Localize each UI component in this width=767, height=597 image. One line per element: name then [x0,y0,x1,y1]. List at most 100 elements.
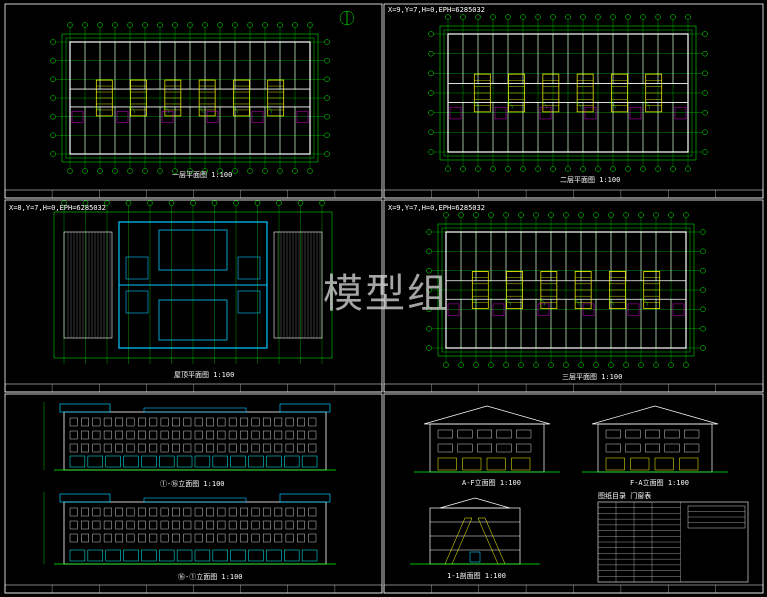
plan3-title: 三层平面图 1:100 [562,373,623,381]
roof-axis-bubble [297,200,304,206]
plan1-axis-bubble [324,113,330,120]
plan1-axis-bubble [157,168,163,174]
plan3-axis-bubble [503,212,509,218]
elev-front-window [160,417,169,427]
plan2-axis-bubble [625,14,631,20]
plan2-axis-bubble [460,14,466,20]
elev-front-window [183,443,192,453]
plan2-axis-bubble [490,166,496,172]
plan1-axis-bubble [112,168,118,174]
plan1-axis-bubble [217,22,223,28]
plan3-axis-bubble [533,362,539,368]
plan2-axis-bubble [520,166,526,172]
plan1-axis-bubble [217,168,223,174]
plan2-room-tag [674,106,687,120]
roof-coords: X=8,Y=7,H=0,EPH=6285032 [9,204,106,212]
elev-front-window [240,430,249,440]
plan1-axis-bubble [142,22,148,28]
elev-back-window [137,520,146,530]
elev-back-window [115,520,124,530]
plan3-axis-bubble [503,362,509,368]
elev-back-window [240,520,249,530]
elev-front-shopfront [212,455,228,468]
plan2-axis-bubble [702,90,708,96]
sheet-frame-plan2 [383,3,764,199]
elev-back-window [297,520,305,530]
elev-back-window [103,507,112,517]
plan2-axis-bubble [550,14,556,20]
plan3-axis-bubble [548,212,554,218]
elev-front-window [285,417,294,427]
plan2-axis-bubble [640,166,646,172]
plan1-axis-bubble [247,168,253,174]
elev-side2-window [625,443,641,453]
plan2-door-swing [540,102,548,109]
plan2-room-tag [449,106,462,120]
plan3-axis-bubble [700,287,706,293]
plan1-room-tag [206,111,219,123]
plan2-axis-bubble [702,129,708,136]
sheet-frame-plan1 [4,3,383,199]
elev-back-window [81,507,89,517]
plan2-axis-bubble [428,90,434,96]
plan2-axis-bubble [595,14,601,20]
elev-back-window [308,533,317,543]
plan1-axis-bubble [97,168,103,174]
elev-front-window [274,430,283,440]
section-stair [444,517,473,565]
elev-front-window [228,430,237,440]
plan2-door-swing [575,102,582,109]
plan2-axis-bubble [625,166,631,172]
plan2-axis-bubble [428,149,434,155]
plan1-axis-bubble [157,22,163,28]
elev-back-window [92,507,101,517]
elev-back-window [297,507,305,517]
plan2-axis-bubble [610,14,616,20]
elev-front-window [126,417,135,427]
elev-front-shopfront [141,455,157,468]
elev-back-window [240,533,249,543]
elev-side2-title: F-A立面图 1:100 [630,479,689,487]
elev-front-window [217,417,226,427]
elev-back-window [308,507,317,517]
elev-back-shopfront [105,549,121,562]
elev-back-roof [59,493,111,503]
plan2-title: 二层平面图 1:100 [560,176,621,184]
elev-front-window [217,443,226,453]
plan3-room-tag [492,303,505,316]
plan1-door-swing [265,106,272,113]
plan2-axis-bubble [520,14,526,20]
plan1-room-tag [71,111,84,123]
plan3-axis-bubble [683,212,689,218]
elev-front-window [172,417,180,427]
plan3-axis-bubble [700,248,706,255]
elev-front-window [81,443,89,453]
elev-back-window [92,520,101,530]
plan1-axis-bubble [172,168,178,174]
plan3-axis-bubble [426,306,432,313]
elev-front-window [285,443,294,453]
plan1-axis-bubble [324,57,330,64]
elev-front-window [115,443,124,453]
elev-back-window [217,520,226,530]
plan3-axis-bubble [700,325,706,332]
plan2-axis-bubble [702,109,708,116]
plan1-door-swing [162,106,170,113]
plan1-axis-bubble [324,76,330,83]
plan3-axis-bubble [608,212,614,218]
elev-front-window [206,443,214,453]
elev-back-window [81,520,89,530]
plan1-axis-bubble [50,113,56,120]
plan1-axis-bubble [292,168,298,174]
elev-back-window [149,520,158,530]
elev-back-window [183,520,192,530]
elev-side1-door [437,457,457,471]
roof-skylight [237,256,261,280]
plan2-axis-bubble [565,14,571,20]
elev-front-window [251,443,260,453]
plan3-axis-bubble [473,212,479,218]
elev-front-window [297,417,305,427]
plan3-axis-bubble [563,212,569,218]
elev-front-shopfront [159,455,175,468]
